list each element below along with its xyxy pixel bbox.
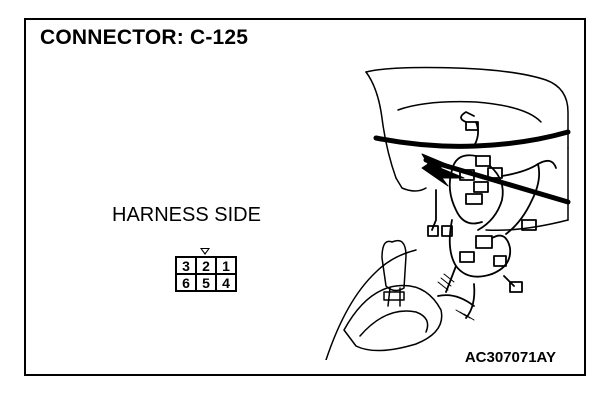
- diagram-frame: CONNECTOR: C-125 HARNESS SIDE 3 2 1 6 5 …: [24, 18, 586, 376]
- pin-2: 2: [196, 257, 216, 274]
- connector-pin-diagram: 3 2 1 6 5 4: [175, 256, 237, 292]
- harness-wrap: [437, 273, 475, 321]
- connector-key-icon: [200, 248, 210, 255]
- pin-6: 6: [176, 274, 196, 291]
- pin-4: 4: [216, 274, 236, 291]
- arrow-icon: [421, 153, 465, 187]
- figure-code: AC307071AY: [464, 349, 556, 366]
- pin-1: 1: [216, 257, 236, 274]
- connector-title: CONNECTOR: C-125: [40, 26, 249, 49]
- main-harness-bar: [373, 129, 571, 205]
- vehicle-wiring-illustration: [325, 66, 571, 360]
- pin-3: 3: [176, 257, 196, 274]
- shift-lever: [325, 239, 443, 360]
- dashboard-panel: [365, 66, 569, 232]
- harness-side-label: HARNESS SIDE: [112, 204, 261, 226]
- pin-5: 5: [196, 274, 216, 291]
